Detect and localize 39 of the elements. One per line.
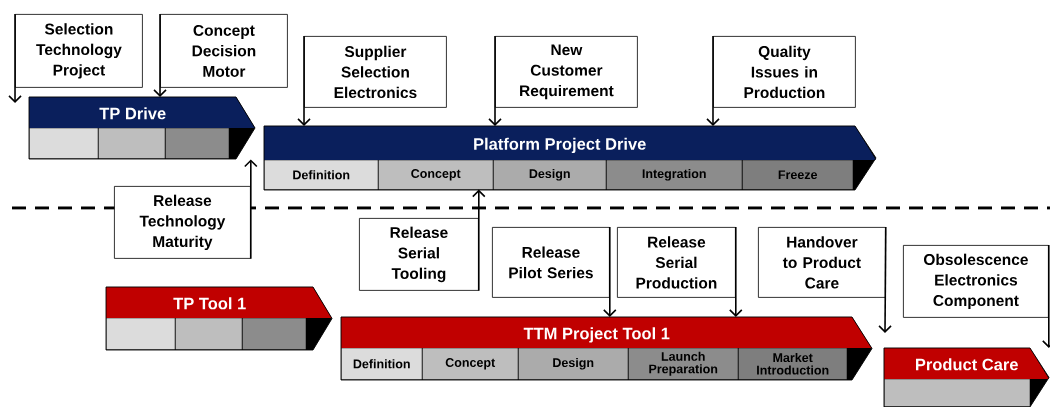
phase-cell: Design bbox=[518, 348, 628, 380]
callout-box: New Customer Requirement bbox=[495, 36, 638, 108]
phase-cell: Freeze bbox=[742, 160, 853, 190]
phase-cell: Concept bbox=[378, 160, 493, 190]
phase-cell: Integration bbox=[606, 160, 742, 190]
arrow bbox=[878, 226, 892, 333]
phase-cell bbox=[165, 128, 229, 159]
callout-box: Release Serial Production bbox=[617, 227, 736, 298]
arrow bbox=[8, 13, 22, 103]
arrow bbox=[244, 159, 258, 260]
arrow bbox=[297, 35, 311, 126]
arrow bbox=[153, 13, 167, 97]
arrow bbox=[706, 35, 720, 126]
callout-box: Release Serial Tooling bbox=[359, 218, 479, 291]
phase-cell bbox=[98, 128, 165, 159]
callout-box: Concept Decision Motor bbox=[160, 14, 288, 88]
phase-cell: Definition bbox=[341, 348, 422, 380]
arrow bbox=[472, 189, 486, 292]
arrow bbox=[729, 226, 743, 317]
callout-box: Release Technology Maturity bbox=[114, 186, 251, 259]
callout-box: Supplier Selection Electronics bbox=[304, 36, 447, 108]
phase-cell: Design bbox=[493, 160, 606, 190]
callout-box: Release Pilot Series bbox=[492, 227, 610, 298]
arrow bbox=[1042, 244, 1050, 348]
arrow bbox=[603, 226, 617, 317]
phase-cell bbox=[29, 128, 98, 159]
phase-cell: Launch Preparation bbox=[628, 348, 738, 380]
phase-cell: Definition bbox=[264, 160, 378, 190]
phase-cell bbox=[242, 318, 306, 350]
phase-cell: Market Introduction bbox=[738, 348, 847, 380]
callout-box: Quality Issues in Production bbox=[713, 36, 856, 108]
phase-cell: Concept bbox=[422, 348, 518, 380]
phase-cell bbox=[106, 318, 175, 350]
callout-box: Obsolescence Electronics Component bbox=[903, 245, 1049, 318]
callout-box: Selection Technology Project bbox=[15, 14, 143, 88]
phase-cell bbox=[884, 379, 1030, 407]
arrow bbox=[488, 35, 502, 126]
callout-box: Handover to Product Care bbox=[758, 227, 886, 298]
phase-cell bbox=[175, 318, 242, 350]
